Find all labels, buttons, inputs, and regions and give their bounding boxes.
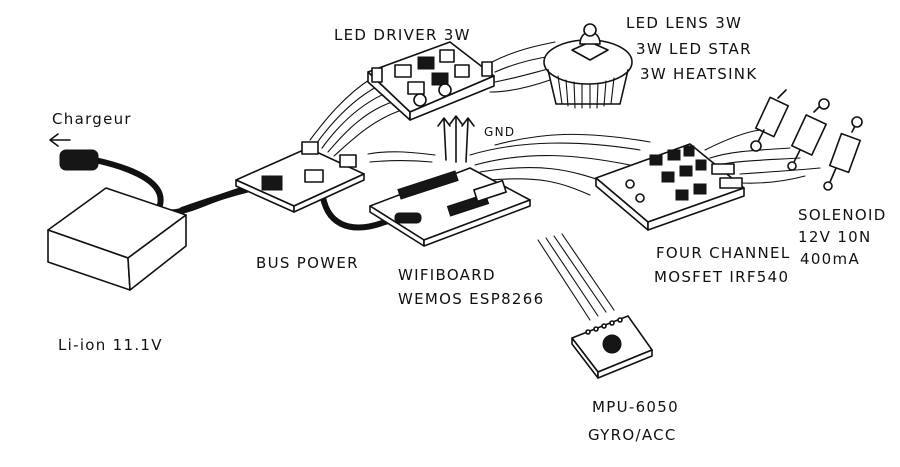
solenoid-1 (750, 89, 790, 152)
wemos-to-mosfet-wires (469, 133, 651, 196)
four-channel-label: FOUR CHANNEL (656, 244, 791, 262)
led-heatsink (543, 23, 633, 109)
li-ion-label: Li-ion 11.1V (58, 336, 163, 354)
mpu-label: MPU-6050 (592, 398, 679, 416)
solenoid-3 (823, 116, 863, 191)
solenoid-volt-label: 12V 10N (798, 228, 872, 246)
solenoid-label: SOLENOID (798, 206, 887, 224)
gnd-arrows (437, 115, 475, 163)
mpu-board (571, 315, 653, 379)
led-driver-board (367, 41, 495, 121)
battery-pack (47, 187, 187, 291)
mpu-chip (602, 334, 622, 354)
bus-to-mosfet-wires (367, 151, 436, 163)
mosfet-label: MOSFET IRF540 (654, 268, 789, 286)
wemos-board (369, 167, 531, 247)
bus-power-label: BUS POWER (256, 254, 359, 272)
led-star-label: 3W LED STAR (636, 40, 752, 58)
chargeur-label: Chargeur (52, 110, 132, 128)
gyro-label: GYRO/ACC (588, 426, 677, 444)
bus-power-board (235, 141, 365, 213)
charger-plug (59, 149, 99, 171)
mosfet-to-solenoid-wires (704, 129, 821, 184)
led-lens-label: LED LENS 3W (626, 14, 742, 32)
gnd-label: GND (484, 125, 515, 139)
solenoid-current-label: 400mA (800, 250, 860, 268)
mosfet-board (595, 143, 745, 231)
heatsink-label: 3W HEATSINK (640, 65, 757, 83)
wifiboard-label: WIFIBOARD (398, 266, 496, 284)
solenoid-2 (787, 98, 830, 171)
charger-arrow-icon (49, 133, 71, 147)
led-driver-label: LED DRIVER 3W (334, 26, 471, 44)
wemos-to-mpu-wires (537, 233, 615, 321)
wemos-label: WEMOS ESP8266 (398, 290, 544, 308)
